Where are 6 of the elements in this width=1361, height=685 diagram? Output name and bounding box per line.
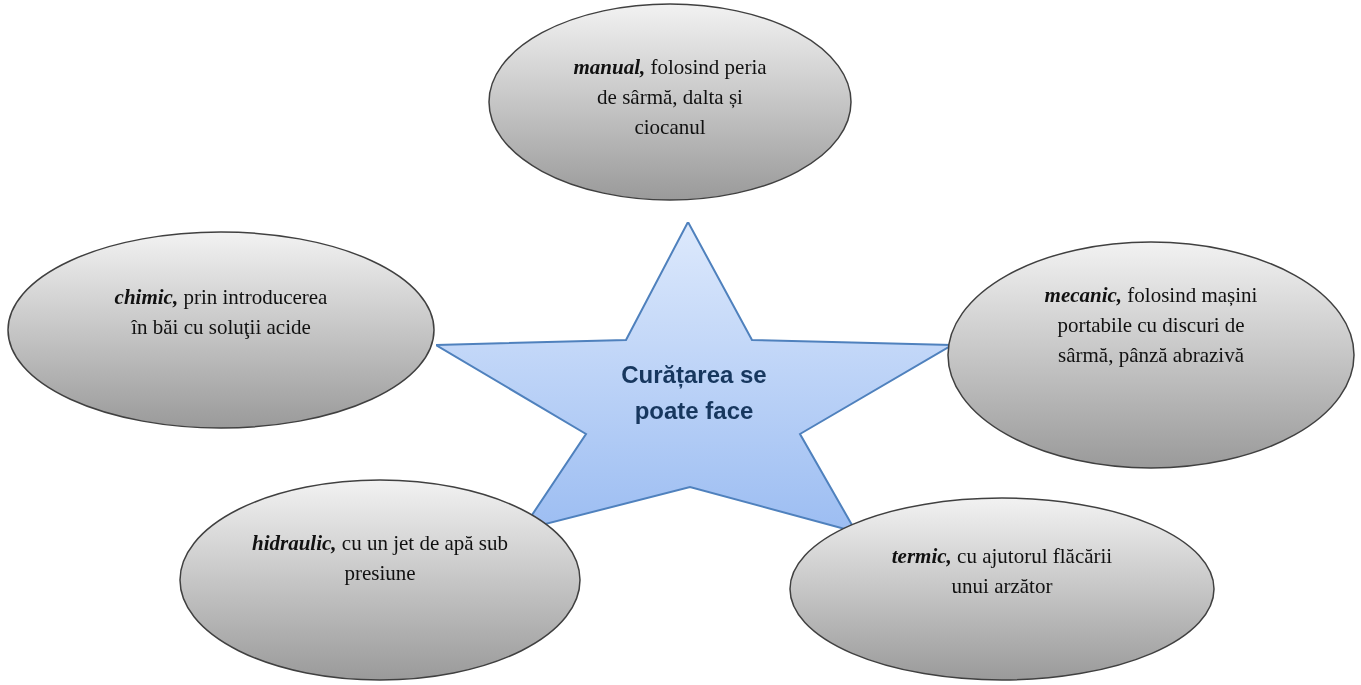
node-text: manual, folosind peria de sârmă, dalta și ciocanul [572, 54, 768, 141]
node-text: chimic, prin introducerea în băi cu soluţii acide [113, 284, 329, 341]
node-text: mecanic, folosind mașini portabile cu discuri de sârmă, pânză abrazivă [1043, 282, 1259, 369]
node-text: hidraulic, cu un jet de apă sub presiune [250, 530, 510, 587]
center-title: Curățarea se poate face [620, 360, 768, 426]
node-text: termic, cu ajutorul flăcării unui arzător [890, 543, 1114, 600]
